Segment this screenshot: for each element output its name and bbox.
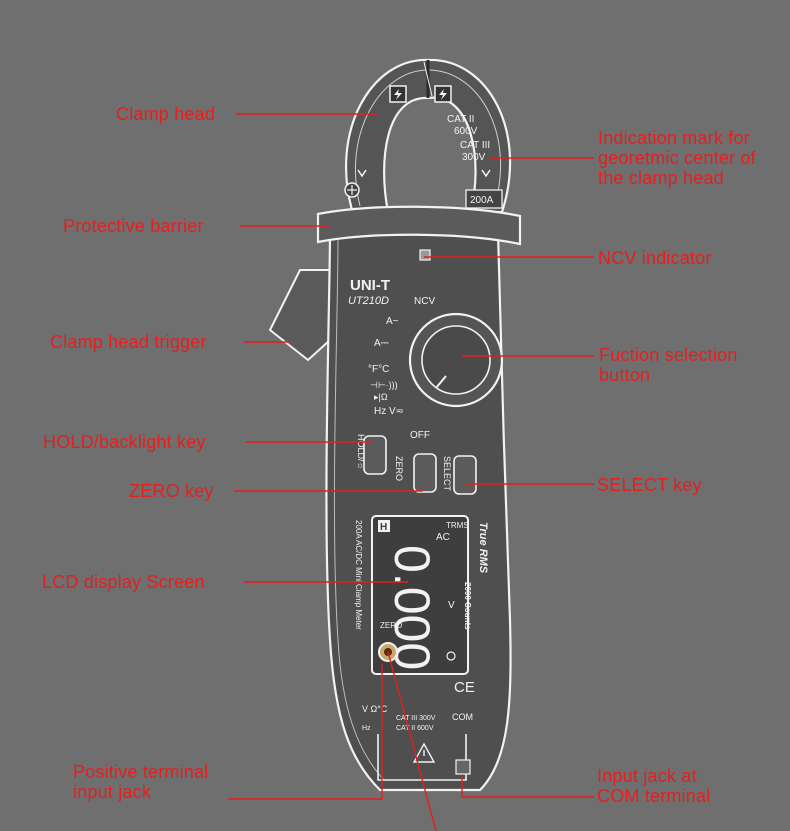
callout-protective-barrier: Protective barrier xyxy=(63,216,204,236)
leader-lines xyxy=(228,113,594,831)
lcd-hold-indicator: H xyxy=(380,522,387,533)
callout-function-selection-button: Fuction selection button xyxy=(599,345,738,385)
zero-key-label: ZERO xyxy=(394,456,404,481)
ce-mark: CE xyxy=(454,679,475,696)
callout-indication-mark: Indication mark for georetmic center of … xyxy=(598,128,756,188)
com-input-jack[interactable] xyxy=(455,759,471,775)
hold-key-label: HOLD/☼ xyxy=(356,434,366,470)
lcd-display: H TRMS AC 0.000 V ZERO xyxy=(371,515,469,675)
terminal-v-label: V Ω°C xyxy=(362,704,388,714)
select-key-label: SELECT xyxy=(442,456,452,492)
callout-lcd-display-screen: LCD display Screen xyxy=(42,572,205,592)
terminal-rating-2: CAT II 600V xyxy=(396,725,434,732)
screw-icon xyxy=(344,182,360,198)
callout-input-jack-com: Input jack at COM terminal xyxy=(597,766,711,806)
lcd-trms: TRMS xyxy=(446,521,469,530)
warning-icon xyxy=(412,742,436,763)
device-body xyxy=(325,230,512,792)
lcd-unit: V xyxy=(448,600,455,611)
dial-label-a-ac: A~ xyxy=(386,316,399,327)
dial-label-ncv: NCV xyxy=(414,296,435,307)
model-label: UT210D xyxy=(348,295,389,307)
function-selection-dial[interactable] xyxy=(408,312,504,408)
dial-label-hz-v: Hz V≂ xyxy=(374,406,404,417)
hold-backlight-key[interactable] xyxy=(363,435,387,475)
dial-label-resistance: ▸|Ω xyxy=(374,392,388,402)
terminal-rating-1: CAT III 300V xyxy=(396,715,436,722)
callout-clamp-head-trigger: Clamp head trigger xyxy=(50,332,207,352)
side-true-rms: True RMS xyxy=(477,522,489,574)
zero-key[interactable] xyxy=(413,453,437,493)
protective-barrier xyxy=(316,205,522,246)
cat-ii-voltage: 600V xyxy=(454,126,478,137)
lcd-ac: AC xyxy=(436,532,450,543)
clamp-head-trigger[interactable] xyxy=(268,269,331,362)
ncv-indicator-light xyxy=(419,249,431,261)
lcd-zero-flag: ZERO xyxy=(380,621,402,630)
callout-positive-terminal: Positive terminal input jack xyxy=(73,762,209,802)
callout-hold-backlight-key: HOLD/backlight key xyxy=(43,432,206,452)
center-mark-icon xyxy=(357,169,367,178)
lightning-icon xyxy=(389,85,407,103)
rating-box xyxy=(465,189,503,209)
side-counts: 2000 Counts xyxy=(463,582,472,630)
lightning-icon xyxy=(434,85,452,103)
cat-ii-label: CAT II xyxy=(447,114,474,125)
dial-label-cap-diode: ⊣⊢·))) xyxy=(370,380,398,390)
terminal-com-label: COM xyxy=(452,712,473,722)
callout-clamp-head: Clamp head xyxy=(116,104,216,124)
select-key[interactable] xyxy=(453,455,477,495)
terminal-hz-label: Hz xyxy=(362,725,371,732)
brand-logo: UNI-T xyxy=(350,277,390,294)
cat-iii-label: CAT III xyxy=(460,140,490,151)
cat-iii-voltage: 300V xyxy=(462,152,486,163)
dial-label-off: OFF xyxy=(410,430,430,441)
callout-zero-key: ZERO key xyxy=(129,481,214,501)
callout-select-key: SELECT key xyxy=(597,475,702,495)
callout-ncv-indicator: NCV indicator xyxy=(598,248,712,268)
dial-label-a-dc: A⎓ xyxy=(374,338,389,349)
dial-label-temp: °F°C xyxy=(368,364,389,375)
center-mark-icon xyxy=(481,169,491,178)
rating-label: 200A xyxy=(470,195,494,206)
side-description: 200A AC/DC Mini Clamp Meter xyxy=(354,520,363,630)
